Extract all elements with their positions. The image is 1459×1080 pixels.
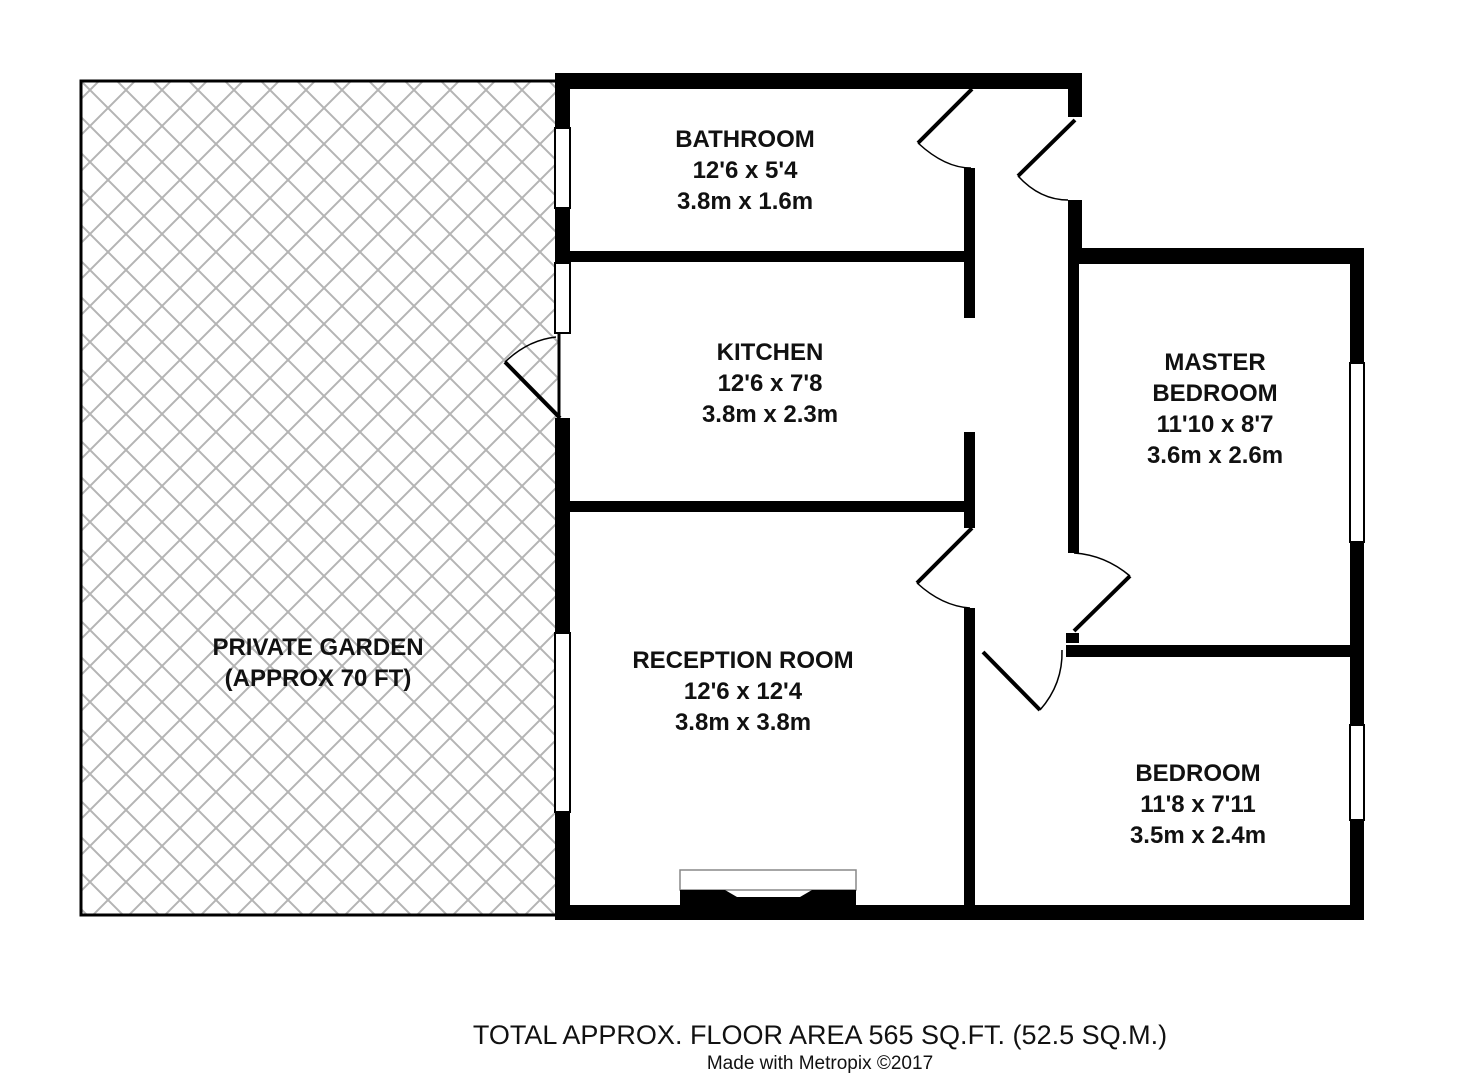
- reception-room-imperial: 12'6 x 12'4: [683, 678, 803, 705]
- metropix-credit: Made with Metropix ©2017: [706, 1053, 934, 1074]
- kitchen-imperial: 12'6 x 7'8: [717, 370, 823, 397]
- fireplace: [679, 869, 857, 907]
- bathroom-imperial: 12'6 x 5'4: [692, 157, 798, 184]
- interior-walls: [555, 168, 1364, 913]
- master-bedroom-name-2: BEDROOM: [1152, 380, 1278, 407]
- garden-label: PRIVATE GARDEN (APPROX 70 FT): [168, 632, 468, 694]
- bedroom-metric: 3.5m x 2.4m: [1129, 822, 1267, 849]
- garden-name: PRIVATE GARDEN: [212, 634, 424, 661]
- reception-room-metric: 3.8m x 3.8m: [674, 709, 812, 736]
- outer-walls: [555, 73, 1364, 920]
- reception-room-name: RECEPTION ROOM: [632, 647, 854, 674]
- kitchen-name: KITCHEN: [716, 339, 824, 366]
- doors: [503, 87, 1132, 712]
- bedroom-imperial: 11'8 x 7'11: [1140, 791, 1256, 818]
- bedroom-name: BEDROOM: [1135, 760, 1261, 787]
- kitchen-label: KITCHEN 12'6 x 7'8 3.8m x 2.3m: [640, 337, 900, 430]
- total-floor-area: TOTAL APPROX. FLOOR AREA 565 SQ.FT. (52.…: [472, 1020, 1168, 1050]
- garden-area: [79, 79, 561, 917]
- master-bedroom-label: MASTER BEDROOM 11'10 x 8'7 3.6m x 2.6m: [1085, 347, 1345, 471]
- garden-size: (APPROX 70 FT): [224, 665, 412, 692]
- bathroom-metric: 3.8m x 1.6m: [676, 188, 814, 215]
- reception-room-label: RECEPTION ROOM 12'6 x 12'4 3.8m x 3.8m: [593, 645, 893, 738]
- bathroom-label: BATHROOM 12'6 x 5'4 3.8m x 1.6m: [615, 124, 875, 217]
- kitchen-metric: 3.8m x 2.3m: [701, 401, 839, 428]
- master-bedroom-imperial: 11'10 x 8'7: [1156, 411, 1274, 438]
- bathroom-name: BATHROOM: [675, 126, 815, 153]
- windows: [554, 127, 1365, 821]
- master-bedroom-name-1: MASTER: [1164, 349, 1266, 376]
- bedroom-label: BEDROOM 11'8 x 7'11 3.5m x 2.4m: [1068, 758, 1328, 851]
- master-bedroom-metric: 3.6m x 2.6m: [1146, 442, 1284, 469]
